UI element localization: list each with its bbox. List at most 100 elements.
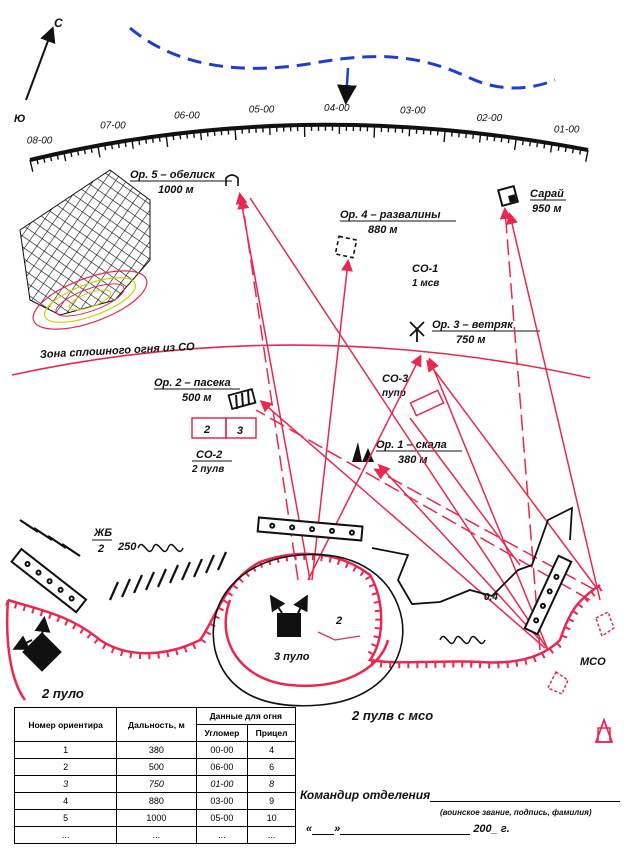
co3-desc: пупр — [382, 388, 406, 399]
table-cell: 06-00 — [195, 758, 249, 776]
landmark-or3: Ор. 3 – ветряк 750 м — [409, 319, 540, 346]
landmark-or5: Ор. 5 – обелиск 1000 м — [130, 169, 239, 196]
trench-tooth — [583, 596, 589, 603]
scale-tick — [29, 159, 34, 172]
trench-tooth — [22, 604, 27, 612]
trench-tooth — [328, 556, 332, 563]
trench-tooth — [209, 622, 216, 628]
scale-tick — [571, 147, 575, 154]
trench-tooth — [200, 638, 207, 644]
month-blank[interactable] — [340, 823, 471, 835]
weapon-position-icon — [22, 632, 62, 672]
signature-line[interactable] — [430, 789, 621, 802]
saray-dist: 950 м — [532, 203, 562, 215]
scale-tick — [513, 138, 517, 151]
col-landmark-number: Номер ориентира — [13, 707, 118, 742]
scale-label: 02-00 — [477, 113, 503, 124]
scale-tick — [465, 131, 468, 139]
commander-label: Командир отделения — [300, 788, 431, 802]
scale-label: 01-00 — [554, 124, 580, 135]
trench-tooth — [590, 590, 596, 597]
scale-tick — [199, 131, 203, 141]
or1-name: Ор. 1 – скала — [376, 439, 447, 451]
scale-tick — [543, 142, 546, 149]
or5-dist: 1000 м — [158, 184, 194, 196]
trench-tooth — [166, 650, 170, 658]
date-year: 200_ г. — [473, 823, 510, 835]
saray-name: Сарай — [530, 188, 564, 200]
table-cell: 2 — [13, 758, 118, 776]
co3-name: СО-3 — [382, 373, 408, 385]
col-goniometer: Угломер — [195, 724, 249, 742]
date-line: «» 200_ г. — [306, 823, 510, 835]
zhb-name: ЖБ — [93, 527, 112, 539]
obstacles — [19, 519, 228, 601]
compass-south: Ю — [14, 113, 25, 125]
scale-tick — [443, 129, 446, 143]
rock-icon — [352, 442, 374, 462]
trench-tooth — [352, 565, 358, 572]
zhb-num: 2 — [97, 543, 104, 555]
minefields — [10, 516, 573, 636]
scale-label: 07-00 — [100, 121, 126, 132]
fire-zone: Зона сплошного огня из СО — [11, 341, 591, 379]
trench-tooth — [515, 660, 519, 667]
zone-label: Зона сплошного огня из СО — [40, 341, 196, 361]
p2-left-label: 2 пуло — [41, 686, 84, 701]
trench-tooth — [567, 617, 575, 623]
scale-tick — [63, 152, 67, 162]
co1-desc: 1 мсв — [412, 278, 439, 289]
scale-tick — [36, 158, 39, 165]
scale-tick — [450, 130, 453, 137]
scale-tick — [97, 145, 101, 158]
or4-name: Ор. 4 – развалины — [340, 209, 441, 221]
trench-tooth — [31, 607, 35, 614]
scale-label: 08-00 — [27, 135, 53, 146]
scale-tick — [49, 155, 53, 162]
trench-tooth — [336, 558, 341, 566]
scale-tick — [528, 140, 532, 147]
fire-lines — [235, 192, 601, 651]
position-p3: 3 пуло 2 — [269, 594, 361, 663]
trench-tooth — [365, 575, 372, 581]
trench-tooth — [359, 570, 365, 577]
scale-tick — [158, 135, 161, 142]
scale-tick — [186, 132, 189, 139]
scale-tick — [76, 149, 80, 156]
weapon-position-icon — [277, 613, 301, 637]
trench-tooth — [597, 585, 603, 592]
enemy-co3: СО-3 пупр — [382, 373, 445, 417]
trench-tooth — [226, 591, 234, 597]
trench-tooth — [39, 609, 44, 617]
trench-tooth — [222, 598, 229, 604]
date-mid: » — [334, 823, 341, 835]
compass-north: С — [54, 16, 63, 30]
scale-tick — [493, 135, 496, 142]
table-cell: 500 — [116, 758, 197, 776]
table-cell: 9 — [247, 792, 296, 810]
trench-tooth — [157, 652, 160, 659]
trench-tooth — [232, 584, 239, 590]
table-cell: 880 — [116, 792, 197, 810]
table-cell: 8 — [247, 775, 296, 793]
table-cell: 6 — [247, 758, 296, 776]
zhb-val: 250 — [117, 541, 137, 553]
trench-tooth — [561, 634, 568, 639]
day-blank[interactable] — [312, 823, 335, 835]
trench-tooth — [267, 558, 272, 566]
table-cell: ... — [247, 826, 296, 844]
trench-tooth — [564, 626, 571, 631]
scale-tick — [213, 129, 216, 136]
trench-tooth — [174, 648, 179, 656]
ruins-icon — [334, 235, 358, 259]
or2-dist: 500 м — [182, 392, 212, 404]
trench-tooth — [217, 606, 225, 612]
trench-tooth — [572, 610, 579, 616]
scale-tick — [110, 143, 114, 150]
trench-tooth — [110, 646, 115, 654]
obelisk-icon — [225, 174, 239, 186]
